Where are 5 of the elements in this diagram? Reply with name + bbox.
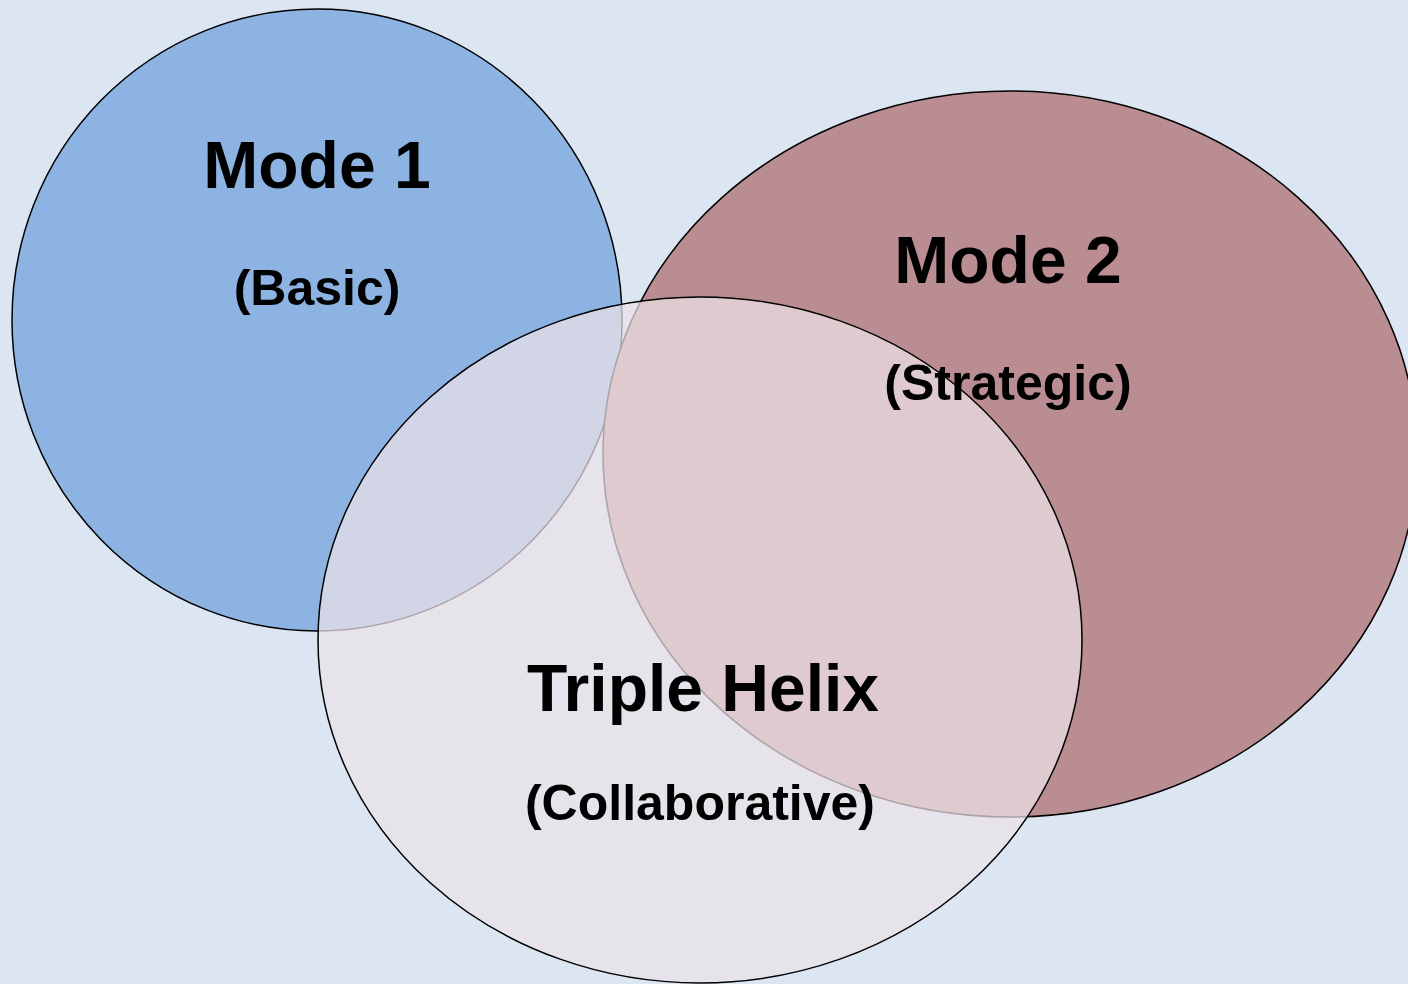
- circle-title: Triple Helix: [526, 651, 880, 725]
- circle-subtitle: (Basic): [233, 260, 401, 316]
- circle-subtitle: (Collaborative): [524, 775, 876, 831]
- circle-title: Mode 2: [894, 223, 1122, 297]
- circle-title: Mode 1: [203, 128, 431, 202]
